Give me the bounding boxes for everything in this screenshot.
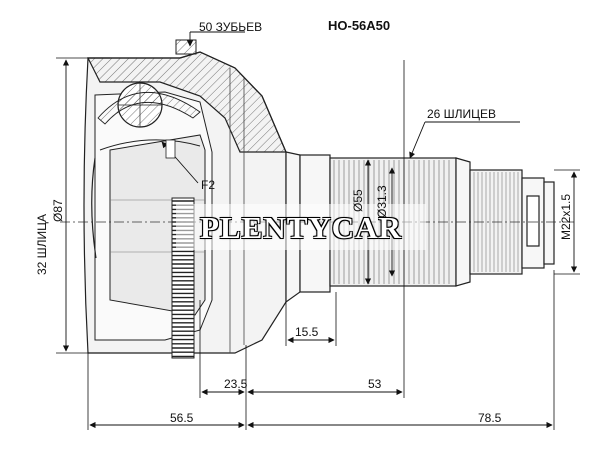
cage-arc xyxy=(97,92,201,125)
splines-32-label: 32 ШЛИЦА xyxy=(35,213,49,275)
watermark-text: PLENTYCAR xyxy=(200,210,402,245)
part-number: HO-56A50 xyxy=(328,18,391,33)
splines-26-label: 26 ШЛИЦЕВ xyxy=(427,107,497,121)
dim-56-5-label: 56.5 xyxy=(170,411,194,425)
dim-15-5-label: 15.5 xyxy=(295,325,319,339)
dim-23-5-label: 23.5 xyxy=(224,377,248,391)
diameter-55-label: Ø55 xyxy=(351,189,365,212)
dim-53-label: 53 xyxy=(368,377,382,391)
thread-label: M22x1.5 xyxy=(559,193,573,240)
teeth-label: 50 ЗУБЬЕВ xyxy=(199,20,263,34)
f2-label: F2 xyxy=(201,178,216,192)
diameter-87-label: Ø87 xyxy=(51,199,65,222)
splines-leader-drop xyxy=(409,121,426,159)
f2-leader xyxy=(161,139,199,184)
cage-arc-lower xyxy=(99,139,201,151)
tooth-tab xyxy=(175,39,197,55)
diameter-31-label: Ø31.3 xyxy=(375,185,389,218)
dim-78-5-label: 78.5 xyxy=(478,411,502,425)
watermark: PLENTYCAR xyxy=(176,204,426,250)
